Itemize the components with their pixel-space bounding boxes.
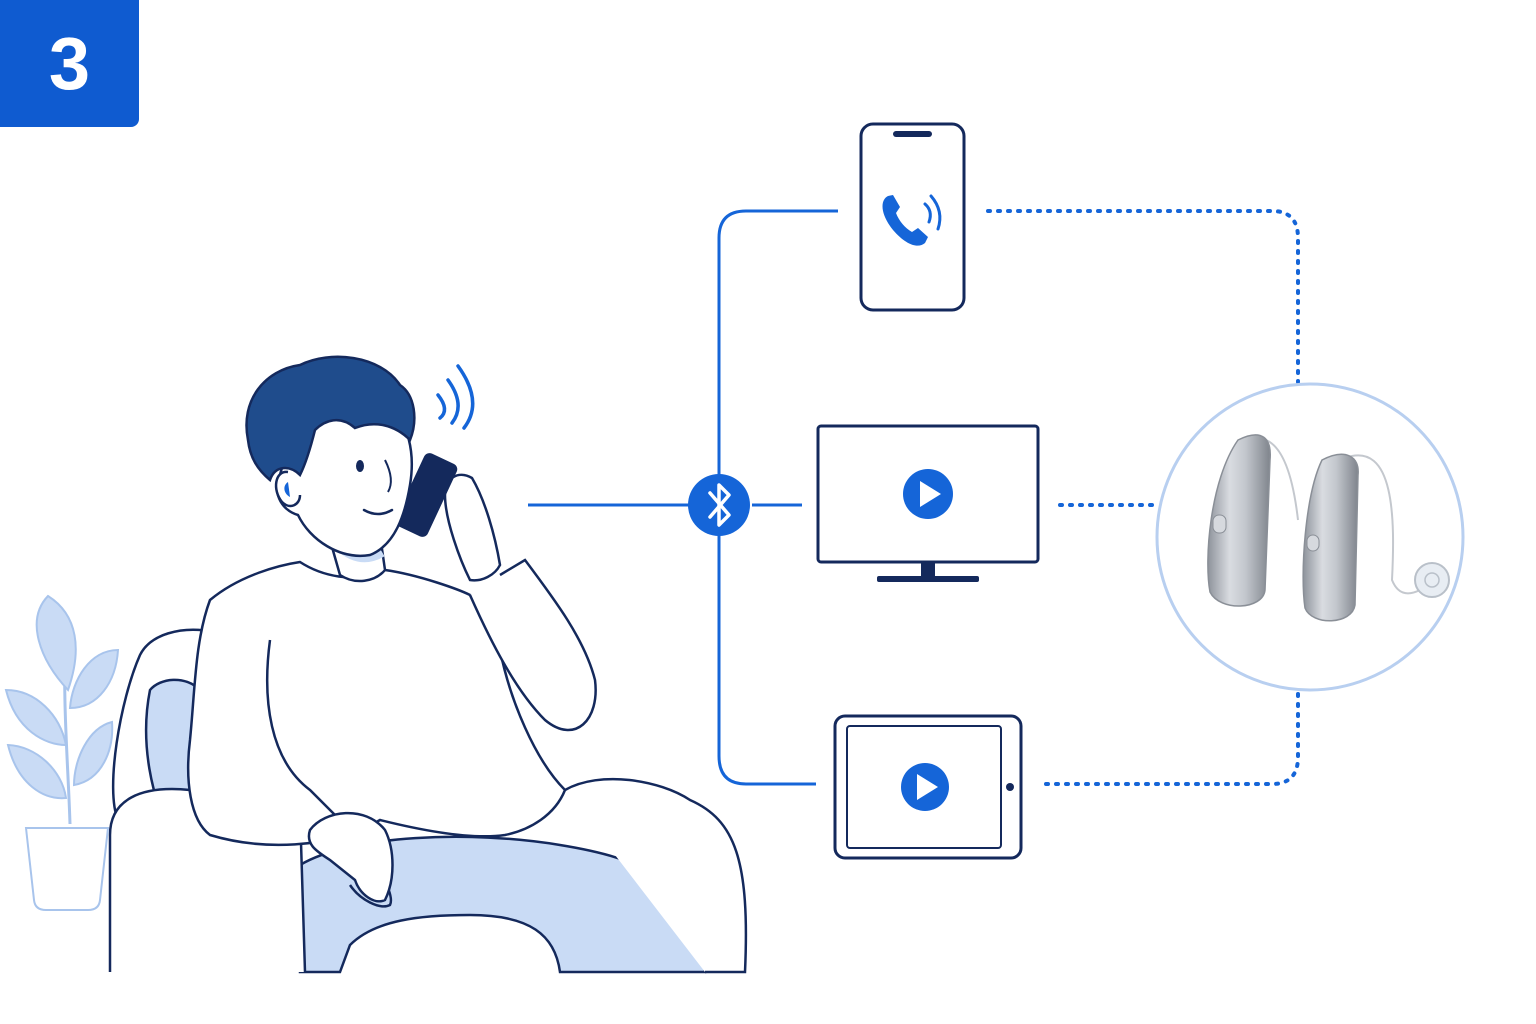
step-number: 3: [48, 21, 91, 105]
tablet-device: [833, 714, 1023, 860]
line-hub-to-phone: [717, 209, 838, 476]
tv-device: [816, 424, 1040, 582]
phone-call-icon: [882, 194, 942, 246]
potted-plant: [4, 594, 120, 911]
bluetooth-icon: [708, 483, 731, 527]
dotted-tablet-to-aids: [1044, 690, 1300, 786]
hearing-aids: [1155, 382, 1465, 692]
dotted-phone-to-aids: [986, 209, 1300, 384]
step-badge: 3: [0, 0, 139, 127]
play-icon: [901, 763, 949, 811]
hearing-aid-left: [1207, 434, 1299, 607]
person-on-phone: [108, 355, 748, 974]
smartphone-device: [859, 122, 966, 312]
line-hub-to-tablet: [717, 534, 816, 786]
play-icon: [903, 469, 953, 519]
hearing-aid-right: [1302, 453, 1450, 622]
bluetooth-hub: [688, 474, 750, 536]
connection-lines: [528, 209, 1300, 786]
